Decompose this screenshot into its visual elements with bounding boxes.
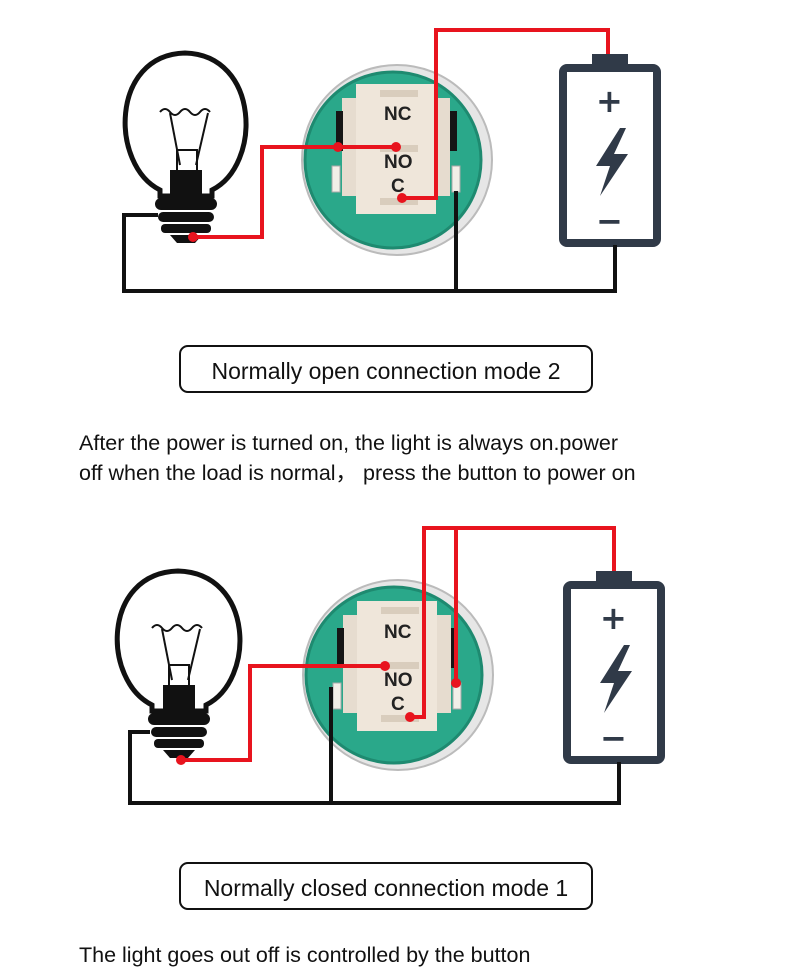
red-wires <box>181 526 616 762</box>
terminal-dots <box>188 142 407 242</box>
battery-minus-sign: − <box>600 719 627 757</box>
lightning-bolt-icon <box>600 645 632 713</box>
battery-icon: + − <box>563 571 665 764</box>
terminal-label-no: NO <box>384 152 413 173</box>
light-bulb-icon <box>114 568 243 758</box>
description-line: off when the load is normal， press the b… <box>79 461 636 485</box>
terminal-dots <box>176 661 461 765</box>
terminal-label-no: NO <box>384 670 413 691</box>
battery-icon: + − <box>559 54 661 247</box>
wiring-diagram-2-svg: NC NO C + − <box>114 526 665 805</box>
push-button-switch-icon: NC NO C <box>301 64 493 256</box>
wiring-diagram-normally-open: NC NO C + − <box>0 0 790 310</box>
black-wires <box>122 191 617 293</box>
lightning-bolt-icon <box>596 128 628 196</box>
description-line: The light goes out off is controlled by … <box>79 943 531 967</box>
push-button-switch-icon: NC NO C <box>302 579 494 771</box>
battery-plus-sign: + <box>600 599 627 637</box>
terminal-label-c: C <box>391 694 405 715</box>
mode-label-normally-closed: Normally closed connection mode 1 <box>179 862 593 910</box>
description-line: After the power is turned on, the light … <box>79 431 618 455</box>
wiring-diagram-normally-closed: NC NO C + − <box>0 515 790 830</box>
battery-minus-sign: − <box>596 202 623 240</box>
terminal-label-nc: NC <box>384 104 412 125</box>
terminal-label-nc: NC <box>384 622 412 643</box>
black-wires <box>128 687 621 805</box>
wiring-diagram-1-svg: NC NO C + − <box>122 28 661 293</box>
mode-label-normally-open: Normally open connection mode 2 <box>179 345 593 393</box>
description-normally-closed: The light goes out off is controlled by … <box>79 940 530 970</box>
light-bulb-icon <box>122 50 249 243</box>
terminal-label-c: C <box>391 176 405 197</box>
battery-plus-sign: + <box>596 82 623 120</box>
red-wires <box>193 28 610 239</box>
description-normally-open: After the power is turned on, the light … <box>79 428 636 488</box>
